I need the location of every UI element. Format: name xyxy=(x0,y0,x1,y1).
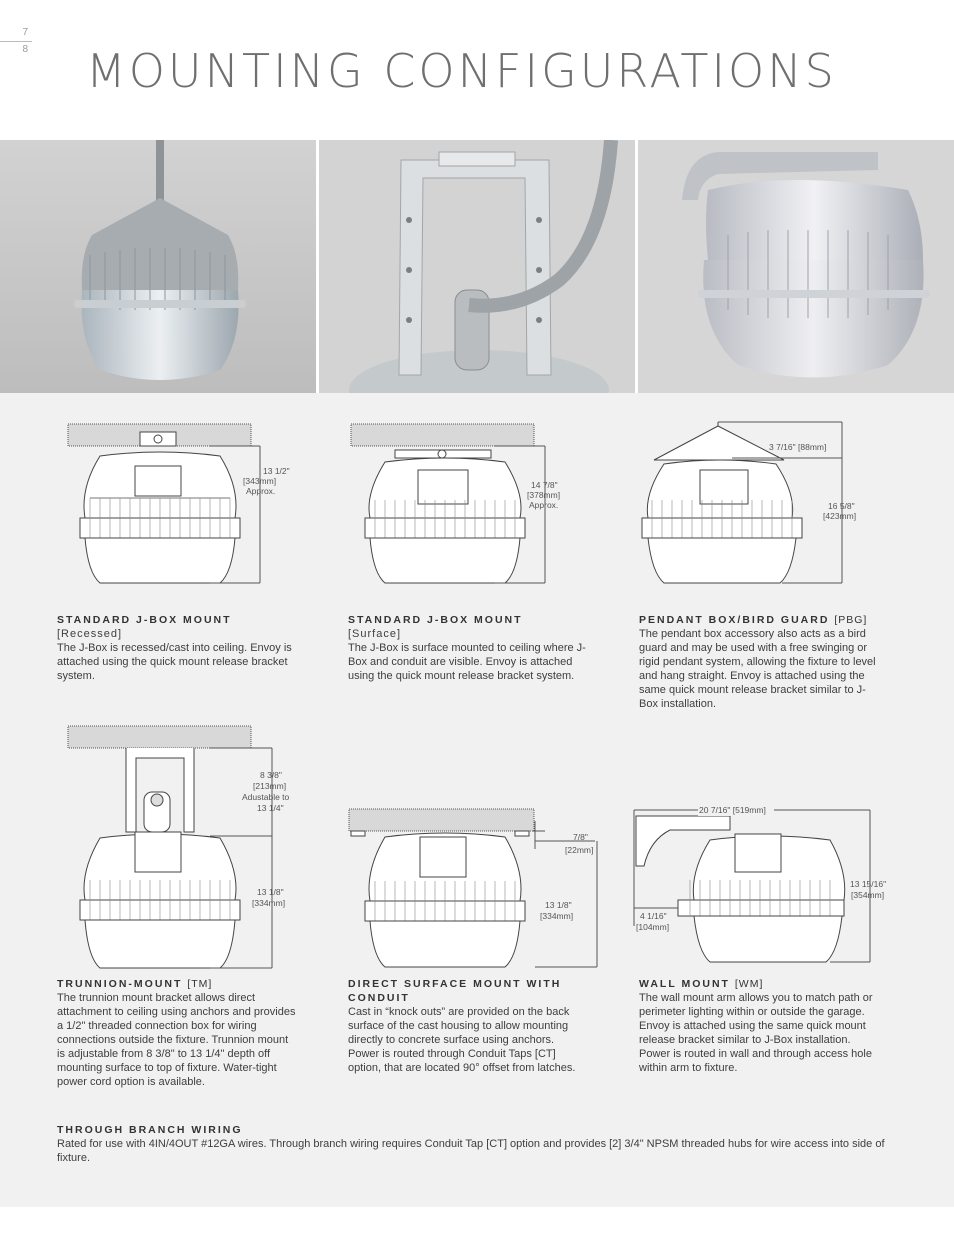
caption-pendant-code: [PBG] xyxy=(834,614,868,626)
caption-jbox-surface-heading: STANDARD J-BOX MOUNT xyxy=(348,614,523,626)
caption-wall: WALL MOUNT [WM] The wall mount arm allow… xyxy=(639,977,879,1075)
trunnion-drawing: 8 3/8" [213mm] Adustable to 13 1/4" 13 1… xyxy=(67,725,290,969)
caption-wall-heading: WALL MOUNT xyxy=(639,978,730,990)
trunnion-dim-b1: 13 1/8" xyxy=(257,887,284,897)
direct-dim-b2: [334mm] xyxy=(540,911,573,921)
trunnion-dim-a1: 8 3/8" xyxy=(260,770,282,780)
caption-direct: DIRECT SURFACE MOUNT WITH CONDUIT Cast i… xyxy=(348,977,588,1075)
jbox-recessed-dim-2: [343mm] xyxy=(243,476,276,486)
wall-dim-top: 20 7/16" [519mm] xyxy=(699,805,766,815)
trunnion-bracket-photo xyxy=(319,140,635,393)
pendant-dim-2: [423mm] xyxy=(823,511,856,521)
branch-body: Rated for use with 4IN/4OUT #12GA wires.… xyxy=(57,1138,885,1164)
caption-direct-body: Cast in “knock outs” are provided on the… xyxy=(348,1006,576,1074)
caption-direct-heading-2: CONDUIT xyxy=(348,992,410,1004)
jbox-surface-drawing: 14 7/8" [378mm] Approx. xyxy=(350,423,560,584)
page-number-next: 8 xyxy=(22,44,28,55)
caption-pendant: PENDANT BOX/BIRD GUARD [PBG] The pendant… xyxy=(639,613,879,711)
pendant-drawing: 3 7/16" [88mm] 16 5/8" [423mm] xyxy=(641,421,856,584)
wall-dim-b1: 4 1/16" xyxy=(640,911,667,921)
trunnion-dim-b2: [334mm] xyxy=(252,898,285,908)
direct-dim-a2: [22mm] xyxy=(565,845,593,855)
trunnion-dim-a2: [213mm] xyxy=(253,781,286,791)
jbox-surface-dim-1: 14 7/8" xyxy=(531,480,558,490)
jbox-recessed-dim-1: 13 1/2" xyxy=(263,466,290,476)
page-number-current: 7 xyxy=(22,27,28,38)
caption-jbox-surface: STANDARD J-BOX MOUNT [Surface] The J-Box… xyxy=(348,613,588,683)
jbox-recessed-dim-3: Approx. xyxy=(246,486,275,496)
wall-dim-a2: [354mm] xyxy=(851,890,884,900)
trunnion-dim-a4: 13 1/4" xyxy=(257,803,284,813)
direct-dim-a1: 7/8" xyxy=(573,832,588,842)
caption-direct-heading: DIRECT SURFACE MOUNT WITH xyxy=(348,978,562,990)
caption-jbox-recessed-sub: [Recessed] xyxy=(57,628,123,640)
caption-pendant-heading: PENDANT BOX/BIRD GUARD xyxy=(639,614,830,626)
pendant-dim-top: 3 7/16" [88mm] xyxy=(769,442,826,452)
caption-pendant-body: The pendant box accessory also acts as a… xyxy=(639,628,876,710)
page-title: MOUNTING CONFIGURATIONS xyxy=(86,44,837,98)
caption-jbox-recessed-heading: STANDARD J-BOX MOUNT xyxy=(57,614,232,626)
jbox-recessed-drawing: 13 1/2" [343mm] Approx. xyxy=(67,423,290,584)
caption-wall-code: [WM] xyxy=(734,978,764,990)
page-numbers: 7 8 xyxy=(0,26,32,57)
caption-jbox-recessed: STANDARD J-BOX MOUNT [Recessed] The J-Bo… xyxy=(57,613,297,683)
wall-mount-drawing: 20 7/16" [519mm] 13 15/16" [354mm] 4 1/1… xyxy=(633,804,886,963)
caption-jbox-recessed-body: The J-Box is recessed/cast into ceiling.… xyxy=(57,642,292,682)
caption-trunnion-code: [TM] xyxy=(187,978,213,990)
direct-surface-drawing: 7/8" [22mm] 13 1/8" [334mm] xyxy=(348,808,598,968)
pendant-dim-1: 16 5/8" xyxy=(828,501,855,511)
caption-wall-body: The wall mount arm allows you to match p… xyxy=(639,992,873,1074)
through-branch-wiring: THROUGH BRANCH WIRING Rated for use with… xyxy=(57,1123,887,1165)
caption-trunnion-heading: TRUNNION-MOUNT xyxy=(57,978,183,990)
caption-trunnion: TRUNNION-MOUNT [TM] The trunnion mount b… xyxy=(57,977,297,1089)
branch-heading: THROUGH BRANCH WIRING xyxy=(57,1124,243,1136)
wall-dim-b2: [104mm] xyxy=(636,922,669,932)
wall-mount-photo xyxy=(638,140,954,393)
caption-jbox-surface-body: The J-Box is surface mounted to ceiling … xyxy=(348,642,586,682)
trunnion-dim-a3: Adustable to xyxy=(242,792,290,802)
caption-trunnion-body: The trunnion mount bracket allows direct… xyxy=(57,992,296,1088)
direct-dim-b1: 13 1/8" xyxy=(545,900,572,910)
page-number-divider xyxy=(0,41,32,42)
jbox-surface-dim-3: Approx. xyxy=(529,500,558,510)
pendant-fixture-photo xyxy=(0,140,316,393)
photo-row xyxy=(0,140,954,393)
jbox-surface-dim-2: [378mm] xyxy=(527,490,560,500)
wall-dim-a1: 13 15/16" xyxy=(850,879,886,889)
caption-jbox-surface-sub: [Surface] xyxy=(348,628,402,640)
